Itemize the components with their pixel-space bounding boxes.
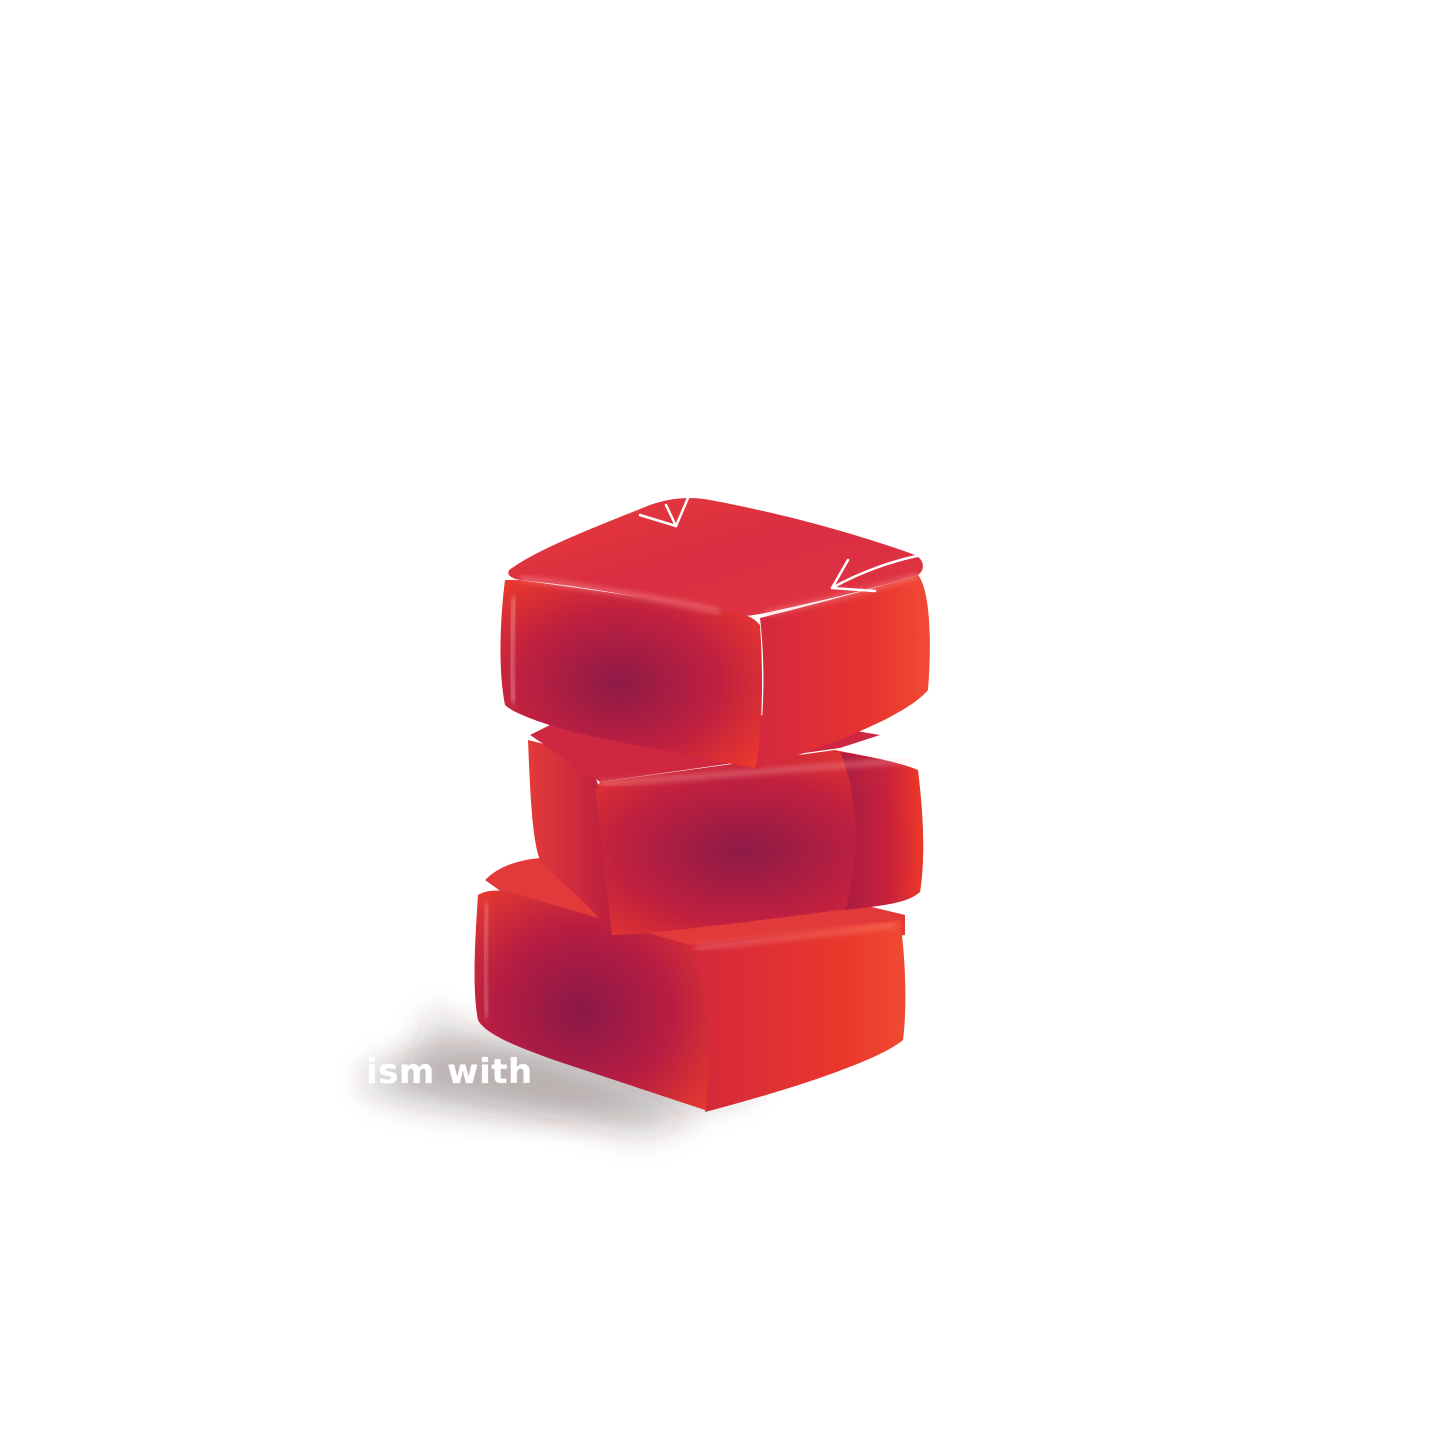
overlay-caption-text: ism with bbox=[366, 1052, 533, 1092]
arrow-down-right-icon bbox=[638, 496, 690, 528]
arrow-left-icon bbox=[830, 553, 924, 593]
gummy-top bbox=[500, 497, 930, 770]
